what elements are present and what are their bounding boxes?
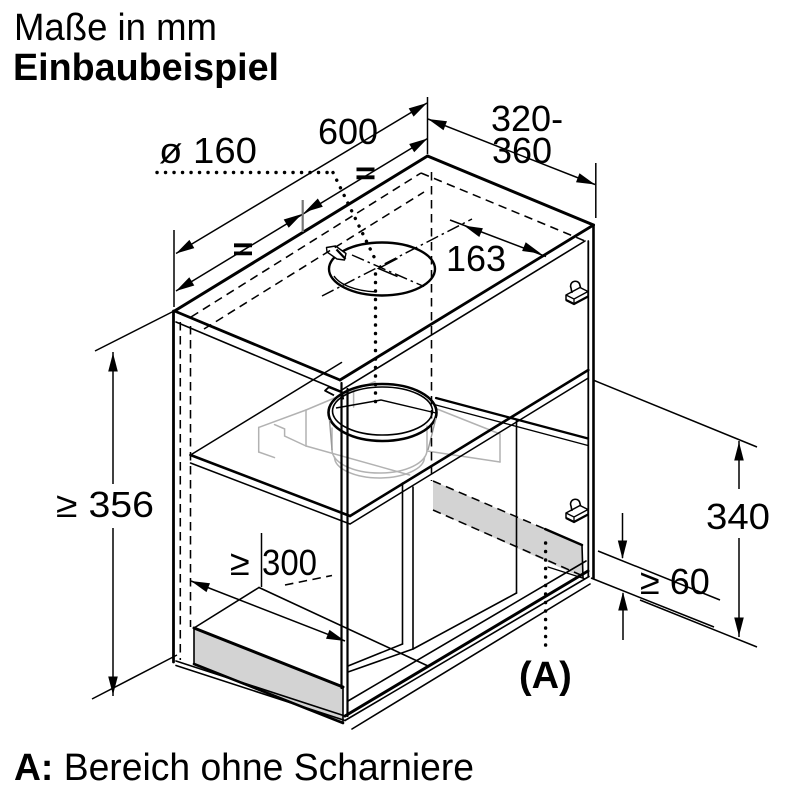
svg-text:300: 300 [262, 542, 317, 583]
svg-text:360: 360 [492, 130, 552, 171]
svg-text:≥ 60: ≥ 60 [640, 561, 710, 602]
svg-text:600: 600 [318, 111, 378, 152]
svg-text:A: Bereich ohne Scharniere: A: Bereich ohne Scharniere [14, 747, 474, 789]
svg-text:(A): (A) [519, 655, 572, 697]
svg-text:Maße in mm: Maße in mm [14, 7, 217, 49]
svg-text:320-: 320- [491, 98, 563, 139]
svg-text:≥ 356: ≥ 356 [56, 484, 154, 525]
svg-text:Einbaubeispiel: Einbaubeispiel [13, 47, 279, 89]
svg-text:340: 340 [706, 496, 770, 537]
svg-text:163: 163 [446, 238, 506, 279]
svg-text:≥: ≥ [230, 542, 250, 583]
svg-text:ø 160: ø 160 [159, 130, 257, 171]
